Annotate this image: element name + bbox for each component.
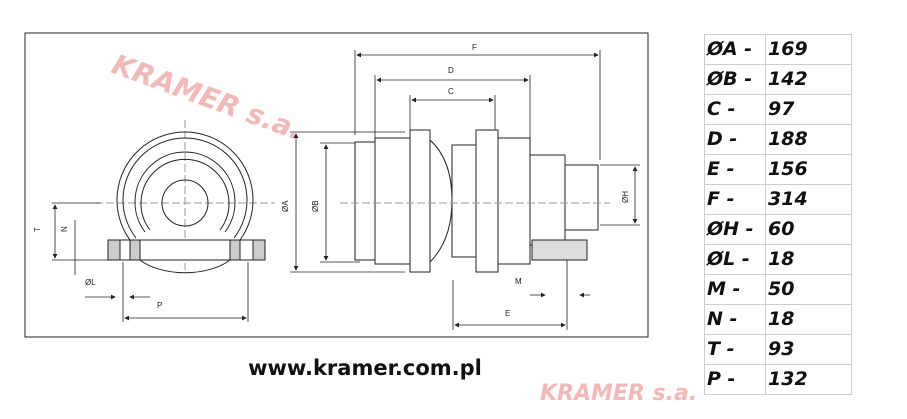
- spec-key: P -: [704, 364, 766, 395]
- spec-key: F -: [704, 184, 766, 215]
- watermark: KRAMER s.a.: [108, 48, 307, 147]
- spec-row: M -50: [704, 274, 852, 305]
- spec-key: ØB -: [704, 64, 766, 95]
- spec-key: E -: [704, 154, 766, 185]
- dim-label-p: P: [157, 301, 162, 310]
- dim-label-n: N: [60, 226, 69, 232]
- spec-row: T -93: [704, 334, 852, 365]
- dim-label-c: C: [448, 87, 454, 96]
- roller-front-view: [95, 120, 275, 274]
- drawing-frame: [24, 32, 649, 338]
- spec-value: 314: [765, 184, 852, 215]
- spec-row: D -188: [704, 124, 852, 155]
- spec-value: 97: [765, 94, 852, 125]
- spec-row: N -18: [704, 304, 852, 335]
- dimension-lines: [52, 50, 640, 330]
- spec-value: 93: [765, 334, 852, 365]
- spec-value: 18: [765, 304, 852, 335]
- spec-key: T -: [704, 334, 766, 365]
- spec-key: M -: [704, 274, 766, 305]
- dim-label-f: F: [472, 43, 477, 52]
- dim-label-t: T: [33, 227, 42, 232]
- spec-value: 132: [765, 364, 852, 395]
- spec-row: ØL -18: [704, 244, 852, 275]
- spec-value: 60: [765, 214, 852, 245]
- dim-label-h: ØH: [621, 191, 630, 203]
- watermark: KRAMER s.a.: [540, 381, 697, 406]
- dim-label-d: D: [448, 66, 454, 75]
- dim-label-l: ØL: [85, 278, 96, 287]
- spec-value: 169: [765, 34, 852, 65]
- spec-row: ØA -169: [704, 34, 852, 65]
- dim-label-a: ØA: [281, 200, 290, 212]
- spec-row: F -314: [704, 184, 852, 215]
- spec-key: ØH -: [704, 214, 766, 245]
- spec-row: P -132: [704, 364, 852, 395]
- spec-key: ØA -: [704, 34, 766, 65]
- roller-side-view: [340, 129, 610, 273]
- dimension-labels: F D C ØA ØB ØH T N ØL P M E: [33, 43, 630, 318]
- spec-value: 142: [765, 64, 852, 95]
- spec-row: C -97: [704, 94, 852, 125]
- spec-value: 156: [765, 154, 852, 185]
- spec-row: E -156: [704, 154, 852, 185]
- spec-key: N -: [704, 304, 766, 335]
- dim-label-e: E: [505, 309, 510, 318]
- spec-value: 50: [765, 274, 852, 305]
- spec-row: ØH -60: [704, 214, 852, 245]
- spec-key: ØL -: [704, 244, 766, 275]
- spec-value: 188: [765, 124, 852, 155]
- website-link[interactable]: www.kramer.com.pl: [248, 356, 482, 380]
- spec-row: ØB -142: [704, 64, 852, 95]
- dim-label-m: M: [515, 277, 522, 286]
- spec-value: 18: [765, 244, 852, 275]
- spec-key: C -: [704, 94, 766, 125]
- dim-label-b: ØB: [311, 200, 320, 212]
- spec-key: D -: [704, 124, 766, 155]
